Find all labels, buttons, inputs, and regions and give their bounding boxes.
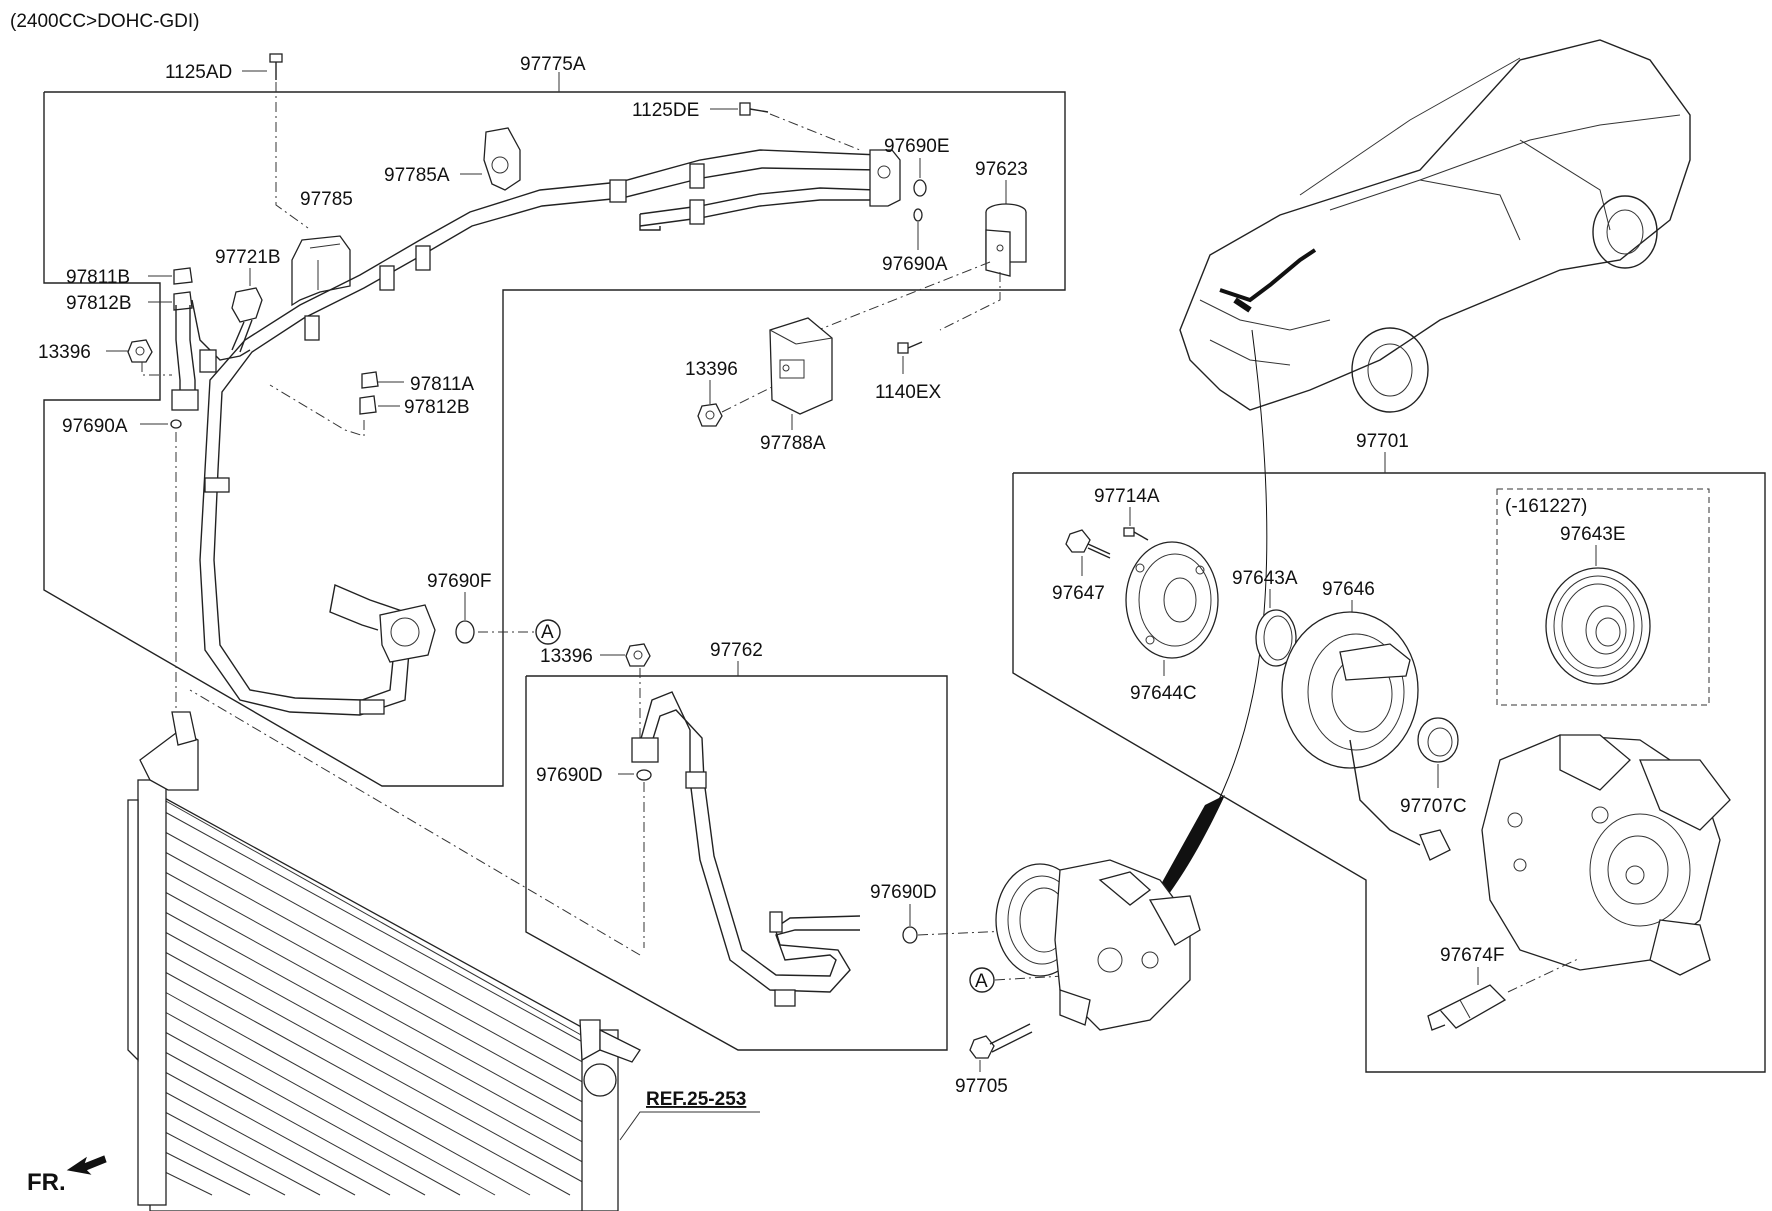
connection-marker-a-low: [969, 967, 995, 993]
bolt-97647: [1065, 529, 1111, 559]
screw-97714A: [1123, 527, 1149, 541]
part-label-13396-mid: 13396: [685, 359, 738, 380]
front-arrow-icon: [66, 1155, 107, 1175]
pipe-fitting-left: [171, 299, 251, 411]
nut-13396-low: [625, 643, 651, 667]
part-label-97714A: 97714A: [1094, 486, 1160, 507]
part-label-97785A: 97785A: [384, 165, 450, 186]
part-label-97690A-top: 97690A: [882, 254, 948, 275]
part-label-97646: 97646: [1322, 579, 1375, 600]
part-label-97811A: 97811A: [410, 374, 474, 395]
part-label-97785: 97785: [300, 189, 353, 210]
pipe-97762: [631, 691, 861, 1007]
nut-13396-mid: [697, 403, 723, 427]
cap-97811B: [173, 267, 193, 285]
bolt-1140EX: [897, 341, 923, 354]
pulley-variant-box: [1496, 488, 1710, 706]
cap-97812B-mid: [359, 395, 377, 415]
connection-marker-a-top: [535, 619, 561, 645]
front-direction-label: FR.: [27, 1169, 66, 1196]
valve-97674F: [1427, 984, 1507, 1031]
part-label-97811B: 97811B: [66, 267, 130, 288]
connection-label-a-top: A: [541, 622, 554, 643]
group-97775A-outline: [43, 91, 1066, 787]
part-label-97721B: 97721B: [215, 247, 281, 268]
part-label-97762: 97762: [710, 640, 763, 661]
oring-97690D-left: [636, 769, 652, 781]
clip-97785A: [483, 127, 521, 191]
part-label-97690D-left: 97690D: [536, 765, 603, 786]
part-label-97775A: 97775A: [520, 54, 586, 75]
part-label-1140EX: 1140EX: [875, 382, 942, 403]
part-label-97674F: 97674F: [1440, 945, 1504, 966]
snap-ring-97643A: [1255, 609, 1297, 667]
oring-97690E: [913, 179, 927, 197]
part-label-97690D-right: 97690D: [870, 882, 937, 903]
part-label-97705: 97705: [955, 1076, 1008, 1097]
engine-spec-label: (2400CC>DOHC-GDI): [10, 11, 200, 32]
part-label-97644C: 97644C: [1130, 683, 1197, 704]
cap-97811A: [361, 371, 379, 389]
part-label-97690E: 97690E: [884, 136, 950, 157]
cap-97812B-left: [173, 291, 193, 311]
nut-13396-left: [127, 339, 153, 363]
part-label-13396-left: 13396: [38, 342, 91, 363]
bolt-1125DE: [739, 102, 769, 116]
part-label-1125DE: 1125DE: [632, 100, 699, 121]
oring-97690A-left: [170, 419, 182, 429]
block-97788A: [769, 317, 833, 415]
part-label-97812B-left: 97812B: [66, 293, 132, 314]
part-label-13396-low: 13396: [540, 646, 593, 667]
part-label-97701: 97701: [1356, 431, 1409, 452]
part-label-1125AD: 1125AD: [165, 62, 232, 83]
bolt-1125AD: [269, 53, 283, 80]
part-label-97623: 97623: [975, 159, 1028, 180]
expansion-valve-97623: [985, 203, 1027, 277]
field-coil-97646: [1281, 611, 1451, 861]
part-label-97643E: 97643E: [1560, 524, 1626, 545]
pulley-97643E: [1545, 567, 1651, 685]
oring-97690D-right: [902, 926, 918, 944]
bolt-97705: [969, 1023, 1033, 1059]
condenser: [127, 711, 641, 1211]
part-label-97690A-left: 97690A: [62, 416, 128, 437]
bushing-97707C: [1417, 717, 1459, 763]
oring-97690A-top: [913, 208, 923, 222]
part-label-97647: 97647: [1052, 583, 1105, 604]
pipe-97775A: [199, 149, 901, 716]
part-label-97788A: 97788A: [760, 433, 826, 454]
compressor-assembled: [995, 859, 1201, 1031]
part-label-97643A: 97643A: [1232, 568, 1298, 589]
group-97701-outline: [1012, 472, 1766, 1073]
date-range-label: (-161227): [1505, 496, 1587, 517]
part-label-97812B-mid: 97812B: [404, 397, 470, 418]
part-label-97690F: 97690F: [427, 571, 491, 592]
compressor-97701: [1481, 734, 1731, 976]
part-label-97707C: 97707C: [1400, 796, 1467, 817]
group-97762-outline: [525, 675, 948, 1051]
hub-97644C: [1125, 541, 1219, 659]
fitting-97690F: [329, 584, 475, 663]
connection-label-a-low: A: [975, 971, 988, 992]
sensor-97721B: [231, 287, 263, 353]
ref-label: REF.25-253: [646, 1089, 746, 1110]
